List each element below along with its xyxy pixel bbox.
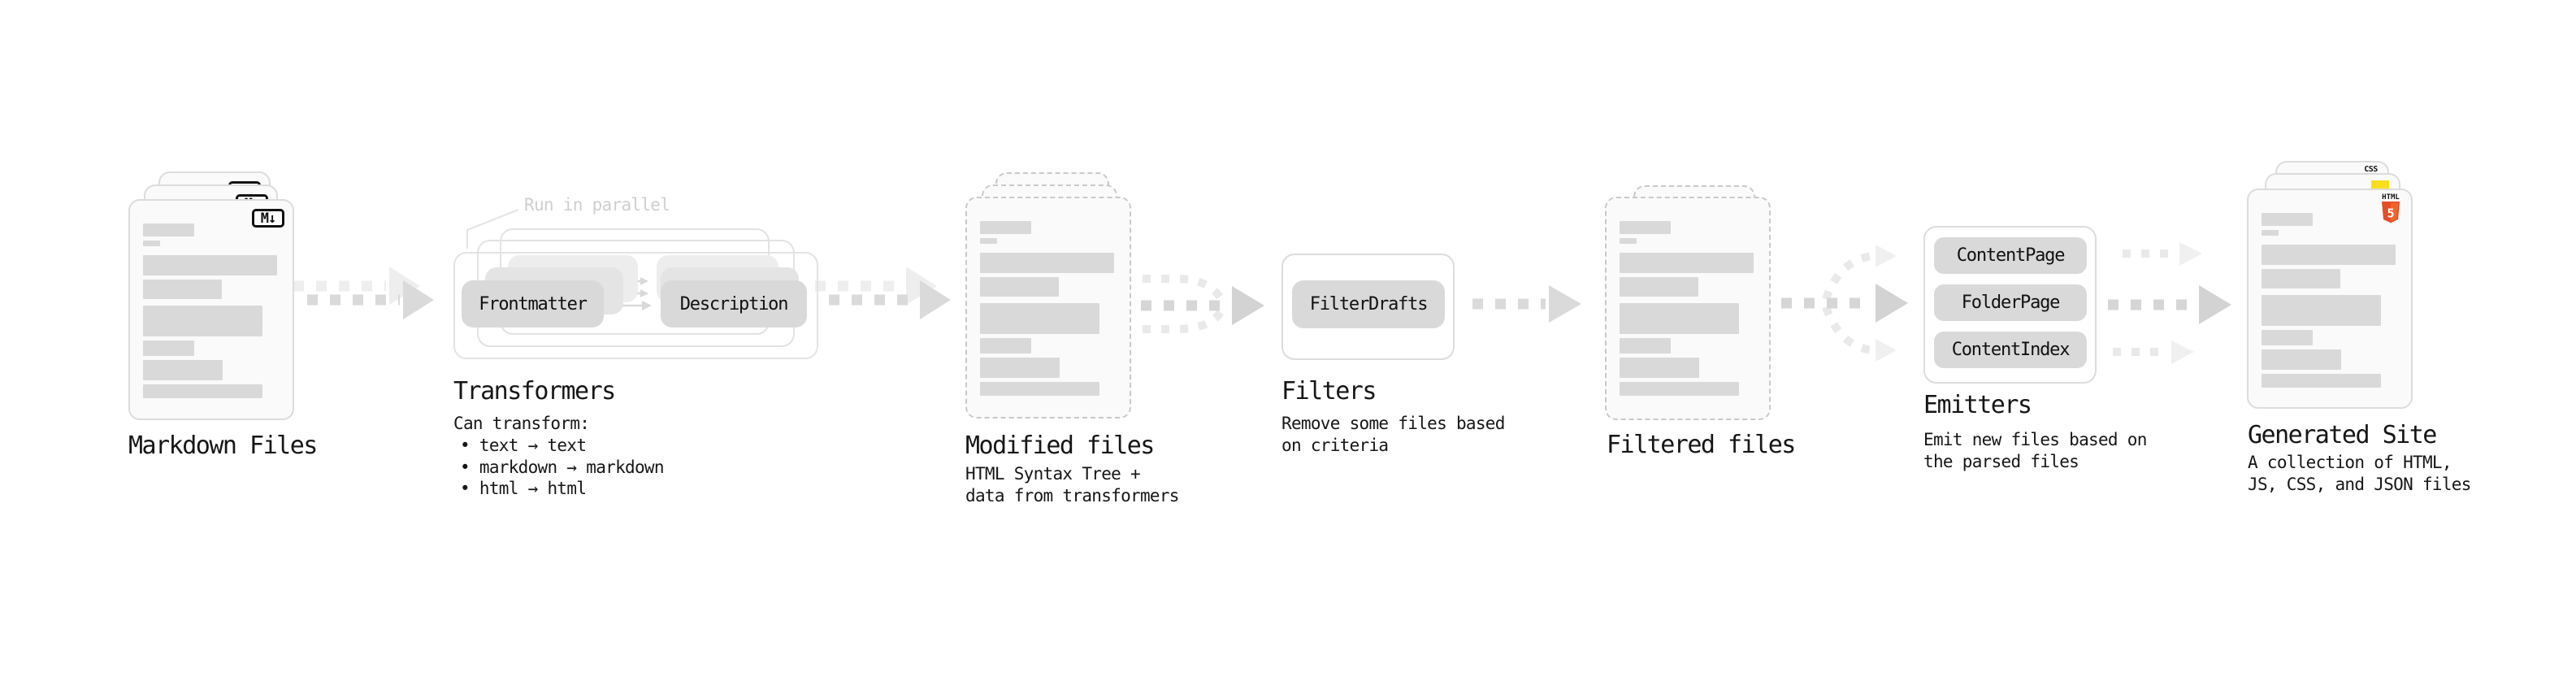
doc-content-bar: [143, 360, 223, 380]
doc-content-bar: [2262, 295, 2381, 326]
markdown-badge-text: M↓: [260, 210, 277, 227]
contentpage-pill: ContentPage: [1934, 237, 2087, 274]
doc-content-bar: [980, 238, 997, 244]
doc-content-bar: [143, 255, 277, 275]
modified-doc-card-front: [965, 197, 1131, 419]
doc-content-placeholder: [980, 221, 1114, 396]
run-in-parallel-note: Run in parallel: [524, 195, 670, 215]
doc-content-bar: [980, 253, 1114, 273]
js-icon: [2371, 180, 2389, 189]
arrow-transformers-to-modified: [829, 280, 951, 319]
doc-content-bar: [980, 277, 1059, 297]
html5-badge-number: 5: [2387, 206, 2394, 221]
doc-content-bar: [1620, 253, 1754, 273]
bullet-line: • text → text: [460, 436, 587, 455]
arrow-markdown-to-transformers: [307, 280, 434, 319]
doc-content-bar: [143, 223, 194, 236]
doc-content-bar: [1620, 303, 1739, 334]
doc-content-placeholder: [2262, 213, 2396, 388]
arrow-filtered-to-emitters-diverge: [1781, 245, 1908, 362]
generated-site-label: Generated Site: [2248, 421, 2437, 449]
arrow-emitters-to-site-top: [2123, 242, 2202, 266]
doc-content-bar: [980, 358, 1060, 378]
arrow-modified-to-filters-merge: [1141, 275, 1264, 333]
doc-content-bar: [1620, 277, 1698, 297]
doc-content-bar: [2262, 374, 2381, 388]
description-pill: Description: [661, 280, 807, 327]
doc-content-bar: [143, 384, 262, 398]
frontmatter-pill: Frontmatter: [462, 280, 604, 327]
doc-content-bar: [1620, 238, 1637, 244]
markdown-icon: M↓: [252, 209, 284, 228]
doc-content-bar: [2262, 269, 2340, 288]
doc-content-placeholder: [143, 223, 277, 398]
doc-content-bar: [980, 303, 1099, 334]
doc-content-bar: [2262, 213, 2313, 226]
markdown-files-label: Markdown Files: [128, 432, 318, 460]
doc-content-bar: [143, 280, 222, 299]
folderpage-pill: FolderPage: [1934, 284, 2087, 321]
html5-shield: 5: [2382, 202, 2400, 223]
filtered-doc-card-front: [1605, 197, 1771, 420]
transformers-desc: Can transform:: [453, 414, 590, 433]
html5-icon: HTML 5: [2381, 194, 2400, 227]
arrow-emitters-to-site-middle: [2108, 285, 2231, 324]
transformers-title: Transformers: [453, 377, 616, 406]
filters-desc: Remove some files based on criteria: [1281, 414, 1505, 455]
bullet-line: • markdown → markdown: [460, 457, 665, 477]
arrow-filters-to-filtered: [1472, 285, 1581, 323]
run-in-parallel-bracket: [466, 209, 519, 249]
contentindex-pill: ContentIndex: [1934, 332, 2087, 368]
arrow-emitters-to-site-bottom: [2113, 340, 2194, 364]
transformers-bullet-list: • text → text • markdown → markdown • html…: [460, 435, 665, 500]
doc-content-bar: [1620, 358, 1699, 378]
markdown-doc-card-front: M↓: [128, 199, 294, 420]
doc-content-bar: [980, 338, 1031, 354]
bullet-line: • html → html: [460, 479, 587, 498]
filterdrafts-pill: FilterDrafts: [1292, 280, 1445, 328]
doc-content-placeholder: [1620, 221, 1754, 396]
modified-files-label: Modified files: [965, 432, 1155, 460]
doc-content-bar: [1620, 338, 1671, 354]
generated-site-desc: A collection of HTML, JS, CSS, and JSON …: [2248, 453, 2471, 494]
filters-title: Filters: [1281, 377, 1377, 406]
doc-content-bar: [143, 241, 160, 246]
doc-content-bar: [143, 340, 194, 356]
doc-content-bar: [2262, 230, 2279, 236]
css-badge-text: CSS: [2364, 165, 2378, 174]
doc-content-bar: [1620, 221, 1671, 234]
doc-content-bar: [1620, 382, 1739, 396]
doc-content-bar: [980, 221, 1031, 234]
filtered-files-label: Filtered files: [1607, 431, 1796, 459]
doc-content-bar: [980, 382, 1099, 396]
modified-files-desc: HTML Syntax Tree + data from transformer…: [965, 464, 1179, 505]
doc-content-bar: [2262, 245, 2396, 265]
doc-content-bar: [143, 306, 262, 336]
transformer-frame-front: [453, 252, 818, 359]
emitters-desc: Emit new files based on the parsed files: [1923, 430, 2147, 471]
html5-badge-text: HTML: [2382, 193, 2400, 202]
site-doc-card-html: HTML 5: [2247, 189, 2413, 409]
emitters-title: Emitters: [1923, 391, 2032, 419]
doc-content-bar: [2262, 330, 2313, 345]
doc-content-bar: [2262, 349, 2341, 370]
